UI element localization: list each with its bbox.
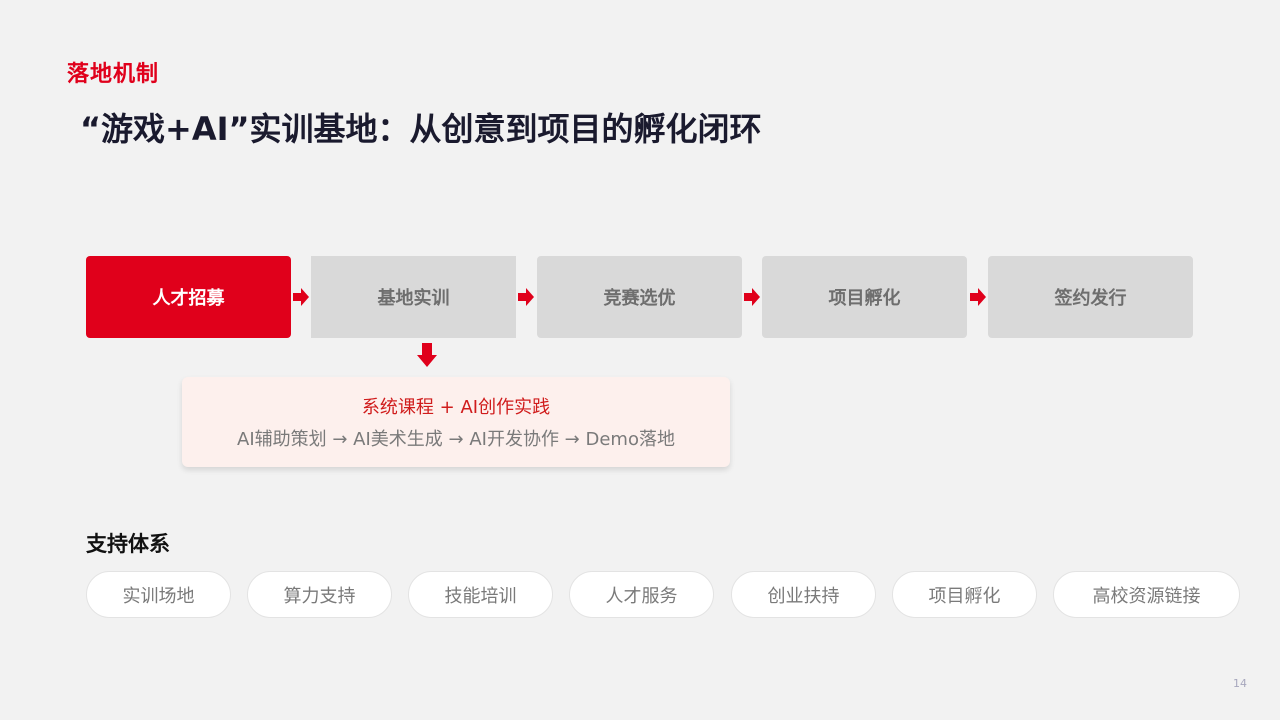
- support-pill-venue: 实训场地: [86, 571, 231, 618]
- support-system-title: 支持体系: [86, 532, 170, 556]
- support-pill-incubation: 项目孵化: [892, 571, 1037, 618]
- detail-card-subtitle: AI辅助策划 → AI美术生成 → AI开发协作 → Demo落地: [237, 429, 675, 450]
- training-detail-card: 系统课程 + AI创作实践 AI辅助策划 → AI美术生成 → AI开发协作 →…: [182, 377, 730, 467]
- arrow-right-icon: [744, 288, 760, 306]
- arrow-right-icon: [293, 288, 309, 306]
- arrow-down-icon: [417, 343, 437, 367]
- support-pill-skills: 技能培训: [408, 571, 553, 618]
- page-title: “游戏+AI”实训基地：从创意到项目的孵化闭环: [80, 110, 762, 148]
- flow-step-competition: 竞赛选优: [537, 256, 742, 338]
- detail-card-title: 系统课程 + AI创作实践: [361, 397, 551, 418]
- section-tag: 落地机制: [67, 62, 160, 87]
- flow-step-recruit: 人才招募: [86, 256, 291, 338]
- page-number: 14: [1233, 677, 1247, 690]
- flow-step-incubation: 项目孵化: [762, 256, 967, 338]
- support-pill-startup: 创业扶持: [731, 571, 876, 618]
- support-pill-university: 高校资源链接: [1053, 571, 1240, 618]
- flow-step-training: 基地实训: [311, 256, 516, 338]
- support-pill-talent: 人才服务: [569, 571, 714, 618]
- support-pill-compute: 算力支持: [247, 571, 392, 618]
- arrow-right-icon: [970, 288, 986, 306]
- arrow-right-icon: [518, 288, 534, 306]
- flow-step-release: 签约发行: [988, 256, 1193, 338]
